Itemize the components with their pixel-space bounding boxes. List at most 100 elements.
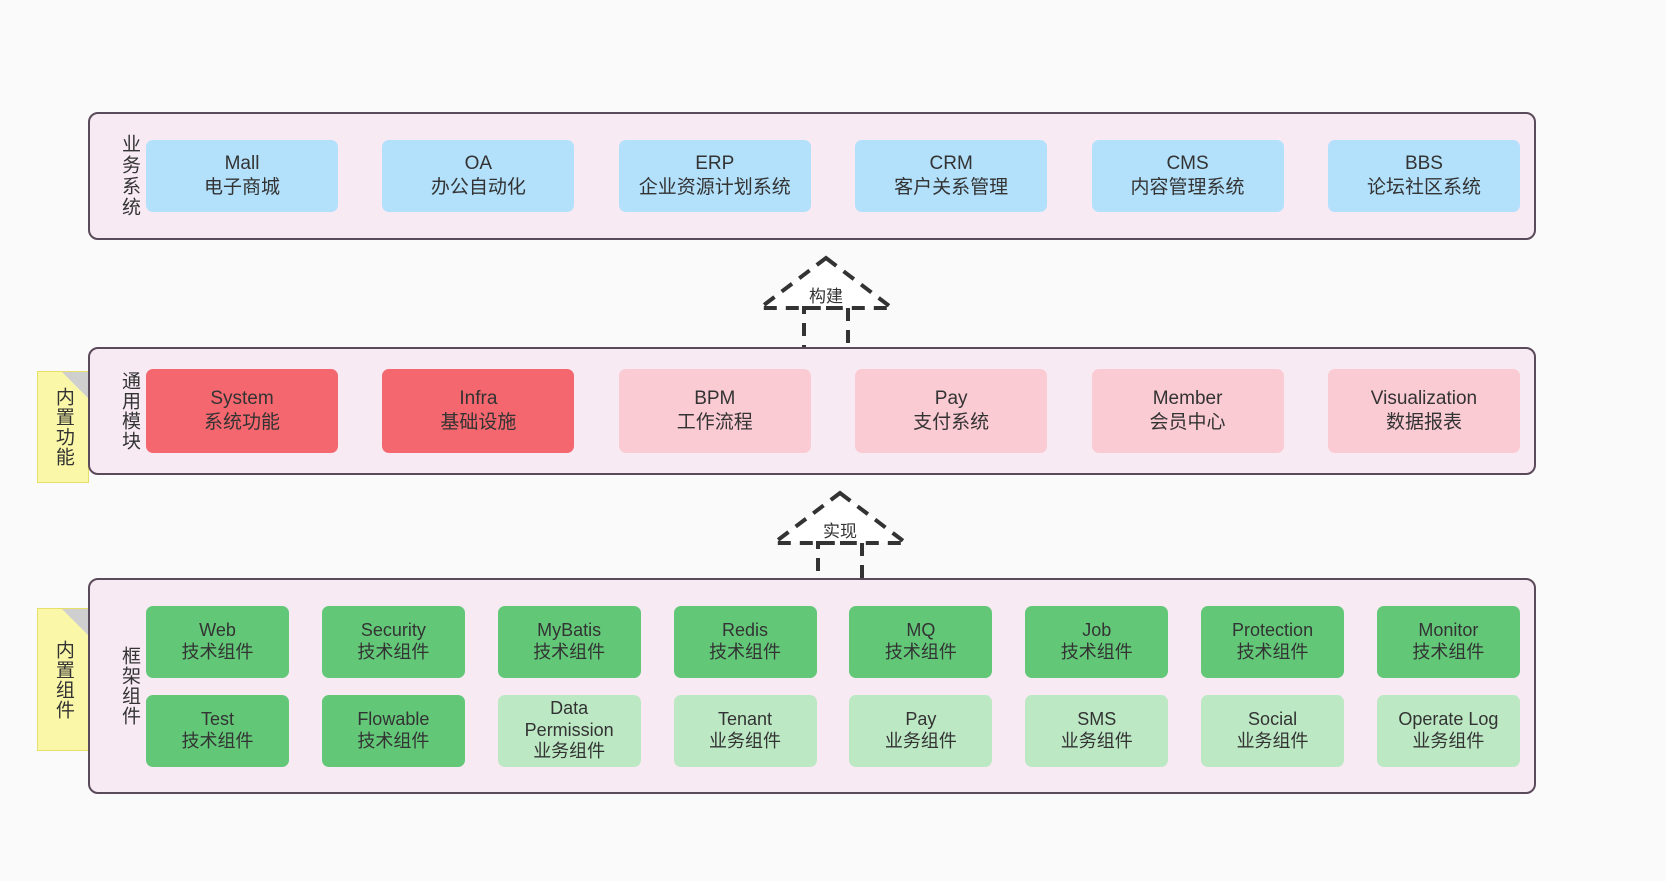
node-tenant-cn: 业务组件 — [709, 730, 782, 751]
node-pay-component[interactable]: Pay 业务组件 — [849, 694, 993, 767]
node-protection-cn: 技术组件 — [1236, 641, 1309, 662]
node-social-en: Social — [1248, 708, 1298, 729]
node-tenant-en: Tenant — [718, 708, 773, 729]
node-mybatis-en: MyBatis — [537, 619, 602, 640]
node-sms-cn: 业务组件 — [1060, 730, 1133, 751]
node-operate-log-en: Operate Log — [1398, 708, 1499, 729]
node-pay-component-en: Pay — [905, 708, 937, 729]
connector-implement-arrow — [768, 490, 912, 590]
node-mq-en: MQ — [906, 619, 936, 640]
node-web-en: Web — [199, 619, 236, 640]
node-cms-en: CMS — [1166, 153, 1209, 175]
node-infra[interactable]: Infra 基础设施 — [382, 369, 575, 453]
node-crm[interactable]: CRM 客户关系管理 — [855, 140, 1048, 212]
node-oa-en: OA — [464, 153, 493, 175]
sticky-note-builtin-components: 内置组件 — [37, 608, 89, 751]
node-erp[interactable]: ERP 企业资源计划系统 — [618, 140, 811, 212]
node-web-cn: 技术组件 — [181, 641, 254, 662]
node-cms-cn: 内容管理系统 — [1130, 177, 1245, 198]
node-test[interactable]: Test 技术组件 — [146, 694, 289, 767]
node-test-en: Test — [200, 708, 234, 729]
node-pay-module-en: Pay — [934, 388, 968, 410]
framework-row-technical: Web 技术组件 Security 技术组件 MyBatis 技术组件 Redi… — [146, 605, 1520, 678]
node-monitor-en: Monitor — [1418, 619, 1479, 640]
node-infra-cn: 基础设施 — [440, 412, 517, 433]
node-redis-en: Redis — [722, 619, 769, 640]
layer-common-module: 通用模块 System 系统功能 Infra 基础设施 BPM 工作流程 Pay… — [88, 347, 1536, 475]
node-system[interactable]: System 系统功能 — [146, 369, 338, 453]
node-bbs-en: BBS — [1404, 153, 1443, 175]
node-member[interactable]: Member 会员中心 — [1091, 369, 1284, 453]
node-pay-component-cn: 业务组件 — [884, 730, 957, 751]
layer-business-system: 业务系统 Mall 电子商城 OA 办公自动化 ERP 企业资源计划系统 CRM… — [88, 112, 1536, 240]
node-erp-en: ERP — [695, 153, 735, 175]
node-system-en: System — [210, 388, 274, 410]
layer-title-business: 业务系统 — [119, 134, 140, 218]
connector-build-arrow — [754, 255, 898, 355]
node-flowable-cn: 技术组件 — [357, 730, 430, 751]
node-crm-cn: 客户关系管理 — [894, 177, 1009, 198]
node-data-permission-en: Data Permission — [524, 697, 614, 740]
node-social[interactable]: Social 业务组件 — [1201, 694, 1345, 767]
node-test-cn: 技术组件 — [181, 730, 254, 751]
node-web[interactable]: Web 技术组件 — [146, 605, 289, 678]
node-data-permission-cn: 业务组件 — [533, 741, 606, 762]
node-data-permission[interactable]: Data Permission 业务组件 — [497, 694, 641, 767]
node-mq[interactable]: MQ 技术组件 — [849, 605, 993, 678]
layer-body-business: Mall 电子商城 OA 办公自动化 ERP 企业资源计划系统 CRM 客户关系… — [140, 114, 1534, 238]
sticky-fold-corner-icon — [62, 609, 88, 635]
layer-title-framework: 框架组件 — [119, 646, 140, 726]
node-system-cn: 系统功能 — [203, 412, 280, 433]
node-visualization-en: Visualization — [1370, 388, 1478, 410]
layer-body-common: System 系统功能 Infra 基础设施 BPM 工作流程 Pay 支付系统… — [140, 349, 1534, 473]
node-crm-en: CRM — [929, 153, 973, 175]
layer-framework-component: 框架组件 Web 技术组件 Security 技术组件 MyBatis 技术组件… — [88, 578, 1536, 794]
node-security-cn: 技术组件 — [357, 641, 430, 662]
node-visualization[interactable]: Visualization 数据报表 — [1327, 369, 1520, 453]
node-mybatis-cn: 技术组件 — [533, 641, 606, 662]
sticky-note-builtin-features: 内置功能 — [37, 371, 89, 483]
node-sms-en: SMS — [1077, 708, 1117, 729]
node-mall-cn: 电子商城 — [203, 177, 280, 198]
node-oa[interactable]: OA 办公自动化 — [382, 140, 575, 212]
node-redis[interactable]: Redis 技术组件 — [673, 605, 817, 678]
node-sms[interactable]: SMS 业务组件 — [1025, 694, 1169, 767]
node-mall[interactable]: Mall 电子商城 — [146, 140, 338, 212]
node-cms[interactable]: CMS 内容管理系统 — [1091, 140, 1284, 212]
connector-build: 构建 — [726, 250, 926, 355]
node-member-en: Member — [1152, 388, 1223, 410]
framework-row-business: Test 技术组件 Flowable 技术组件 Data Permission … — [146, 694, 1520, 767]
layer-title-common: 通用模块 — [119, 371, 140, 451]
connector-implement: 实现 — [740, 485, 940, 590]
node-bbs[interactable]: BBS 论坛社区系统 — [1327, 140, 1520, 212]
node-security-en: Security — [360, 619, 426, 640]
sticky-note-builtin-components-label: 内置组件 — [52, 639, 74, 720]
sticky-note-builtin-features-label: 内置功能 — [52, 387, 74, 467]
node-pay-module[interactable]: Pay 支付系统 — [855, 369, 1048, 453]
node-oa-cn: 办公自动化 — [430, 177, 526, 198]
node-redis-cn: 技术组件 — [709, 641, 782, 662]
node-security[interactable]: Security 技术组件 — [321, 605, 465, 678]
node-job-cn: 技术组件 — [1060, 641, 1133, 662]
node-bbs-cn: 论坛社区系统 — [1366, 177, 1481, 198]
node-visualization-cn: 数据报表 — [1385, 412, 1462, 433]
node-bpm[interactable]: BPM 工作流程 — [618, 369, 811, 453]
node-bpm-en: BPM — [694, 388, 736, 410]
node-mq-cn: 技术组件 — [884, 641, 957, 662]
node-bpm-cn: 工作流程 — [676, 412, 753, 433]
node-protection-en: Protection — [1232, 619, 1314, 640]
node-job[interactable]: Job 技术组件 — [1025, 605, 1169, 678]
node-mybatis[interactable]: MyBatis 技术组件 — [497, 605, 641, 678]
node-flowable[interactable]: Flowable 技术组件 — [321, 694, 465, 767]
node-operate-log[interactable]: Operate Log 业务组件 — [1376, 694, 1520, 767]
node-monitor[interactable]: Monitor 技术组件 — [1376, 605, 1520, 678]
layer-body-framework: Web 技术组件 Security 技术组件 MyBatis 技术组件 Redi… — [140, 580, 1534, 792]
node-member-cn: 会员中心 — [1149, 412, 1226, 433]
node-tenant[interactable]: Tenant 业务组件 — [673, 694, 817, 767]
node-job-en: Job — [1082, 619, 1112, 640]
node-mall-en: Mall — [224, 153, 260, 175]
node-pay-module-cn: 支付系统 — [913, 412, 990, 433]
node-protection[interactable]: Protection 技术组件 — [1201, 605, 1345, 678]
node-social-cn: 业务组件 — [1236, 730, 1309, 751]
